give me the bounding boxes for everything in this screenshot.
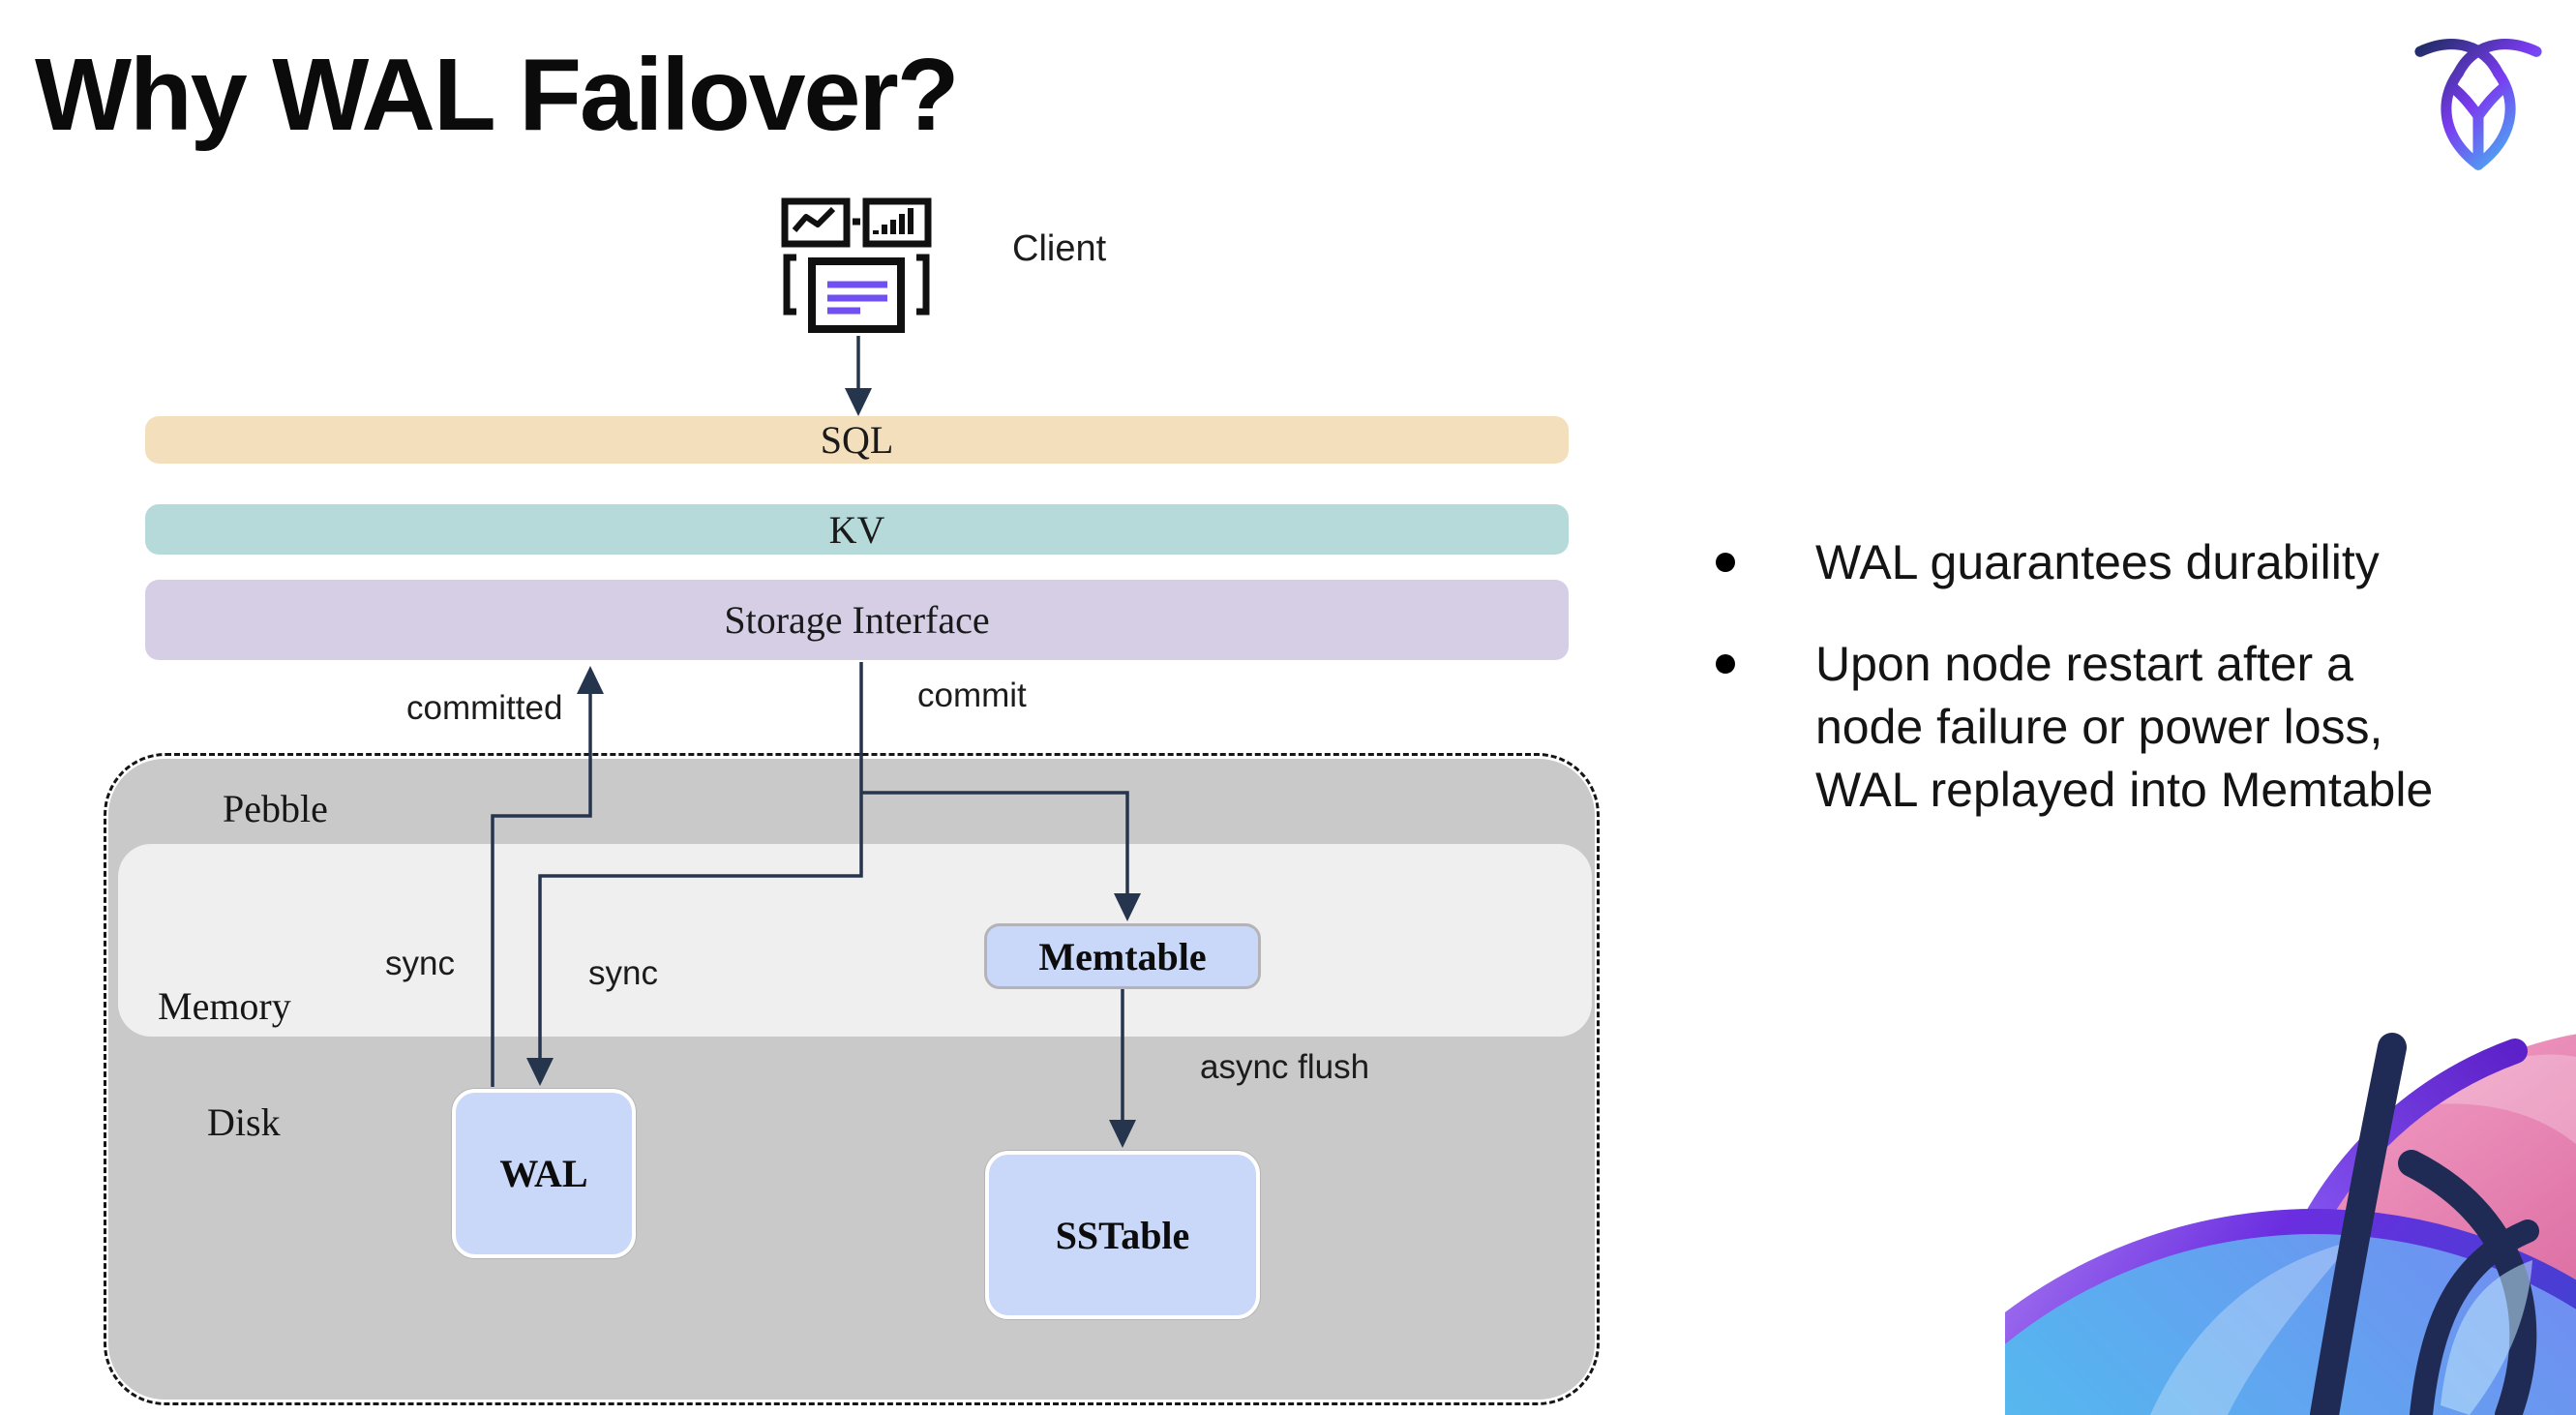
- sstable-node-label: SSTable: [1055, 1213, 1190, 1257]
- layer-kv: KV: [145, 504, 1569, 555]
- layer-sql-label: SQL: [820, 418, 894, 462]
- client-label: Client: [1012, 228, 1107, 269]
- edge-label-sync-right: sync: [588, 954, 658, 992]
- memory-region: [118, 844, 1592, 1037]
- pebble-label: Pebble: [223, 787, 328, 830]
- bullet-text: Upon node restart after a node failure o…: [1815, 637, 2434, 817]
- edge-label-async-flush: async flush: [1200, 1048, 1370, 1086]
- bullet-dot-icon: [1716, 553, 1735, 572]
- brand-artwork-decoration: [2005, 1033, 2576, 1415]
- sstable-node: SSTable: [985, 1151, 1260, 1319]
- wal-node-label: WAL: [499, 1152, 588, 1195]
- edge-label-sync-left: sync: [385, 945, 455, 982]
- layer-sql: SQL: [145, 416, 1569, 464]
- edge-label-commit: commit: [917, 677, 1027, 714]
- cockroachdb-logo-icon: [2414, 39, 2542, 170]
- client-icon: [781, 197, 932, 333]
- list-item: Upon node restart after a node failure o…: [1713, 633, 2487, 822]
- layer-storage-interface: Storage Interface: [145, 580, 1569, 660]
- wal-node: WAL: [452, 1089, 636, 1258]
- memtable-node: Memtable: [984, 923, 1261, 989]
- layer-kv-label: KV: [828, 507, 885, 552]
- list-item: WAL guarantees durability: [1713, 531, 2487, 594]
- memory-label: Memory: [158, 984, 291, 1028]
- memtable-node-label: Memtable: [1038, 934, 1207, 978]
- edge-label-committed: committed: [406, 689, 563, 727]
- disk-label: Disk: [207, 1100, 281, 1144]
- bullet-list: WAL guarantees durability Upon node rest…: [1713, 531, 2487, 822]
- bullet-dot-icon: [1716, 654, 1735, 674]
- page-title: Why WAL Failover?: [35, 38, 959, 152]
- bullet-text: WAL guarantees durability: [1815, 535, 2380, 589]
- layer-storage-interface-label: Storage Interface: [724, 598, 990, 642]
